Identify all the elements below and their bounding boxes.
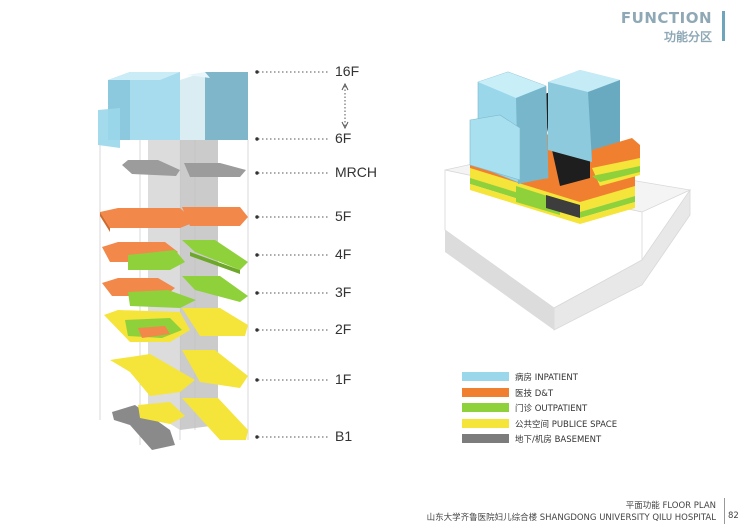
legend-label: 病房 INPATIENT	[515, 373, 578, 383]
level-label-mrch: MRCH	[335, 164, 377, 180]
massing-model	[444, 70, 692, 331]
level-label-5f: 5F	[335, 208, 352, 224]
level-label-4f: 4F	[335, 246, 352, 262]
footer-caption: 平面功能 FLOOR PLAN	[625, 501, 716, 511]
level-label-b1: B1	[335, 428, 353, 444]
exploded-axonometric	[98, 70, 349, 450]
header-subtitle: 功能分区	[663, 30, 712, 44]
footer-separator	[724, 498, 725, 524]
floor-b1-slabs	[112, 398, 248, 450]
legend-swatch	[462, 372, 509, 381]
legend-swatch	[462, 418, 509, 428]
level-label-6f: 6F	[335, 130, 352, 146]
floor-1f-slabs	[110, 350, 248, 396]
level-label-2f: 2F	[335, 321, 352, 337]
page-number: 82	[728, 511, 739, 521]
legend-swatch	[462, 434, 509, 443]
floor-2f-slabs	[104, 308, 248, 342]
legend-swatch	[462, 403, 509, 412]
legend-label: 医技 D&T	[515, 388, 554, 399]
footer-project: 山东大学齐鲁医院妇儿综合楼 SHANGDONG UNIVERSITY QILU …	[426, 513, 716, 523]
legend-swatch	[462, 387, 509, 397]
floor-5f-slabs	[100, 207, 248, 232]
inpatient-tower-block	[98, 72, 248, 148]
level-label-3f: 3F	[335, 284, 352, 300]
mrch-floor	[122, 160, 246, 177]
header-accent-bar	[722, 11, 725, 41]
level-label-16f: 16F	[335, 63, 360, 79]
legend-label: 公共空间 PUBLICE SPACE	[515, 419, 618, 430]
legend-label: 地下/机房 BASEMENT	[515, 435, 602, 445]
leader-dots	[255, 70, 259, 439]
floor-4f-slabs	[102, 240, 248, 274]
header-title: FUNCTION	[620, 9, 712, 27]
floor-3f-slabs	[102, 276, 248, 308]
legend-label: 门诊 OUTPATIENT	[515, 404, 588, 414]
span-arrow	[341, 82, 349, 130]
level-label-1f: 1F	[335, 371, 352, 387]
level-leaders	[258, 71, 330, 438]
